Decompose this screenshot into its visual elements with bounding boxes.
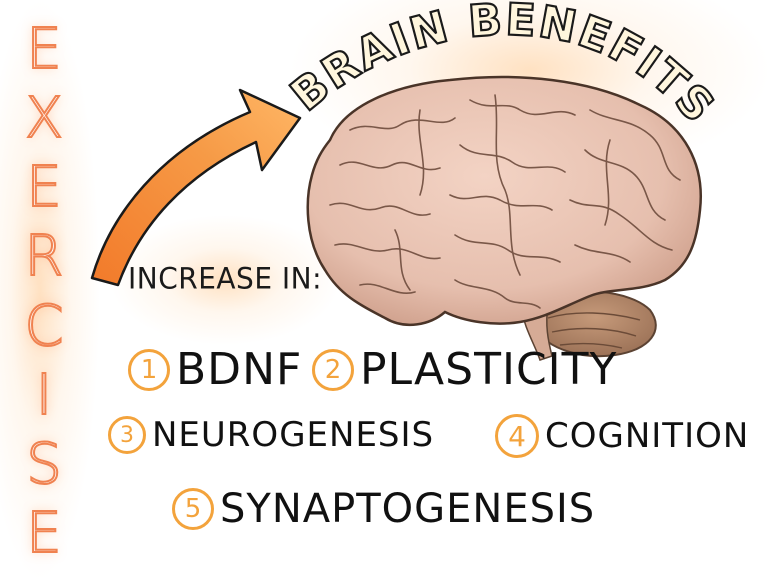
number-circle: 5 (172, 488, 214, 530)
exercise-letter: C (23, 293, 64, 359)
exercise-vertical-word: E X E R C I S E (14, 17, 74, 566)
benefit-label: NEUROGENESIS (152, 415, 435, 455)
exercise-letter: E (25, 17, 62, 82)
exercise-letter: E (25, 155, 62, 221)
benefit-item-neurogenesis: 3 NEUROGENESIS (108, 415, 434, 455)
exercise-letter: I (35, 362, 53, 428)
cerebrum (306, 75, 702, 326)
benefit-label: SYNAPTOGENESIS (220, 486, 596, 532)
benefit-label: COGNITION (545, 416, 750, 456)
exercise-letter: S (25, 431, 63, 497)
exercise-letter: E (25, 500, 62, 566)
benefit-item-plasticity: 2 PLASTICITY (312, 344, 617, 395)
number-circle: 1 (128, 348, 170, 391)
number-circle: 3 (108, 416, 146, 454)
benefit-label: BDNF (176, 344, 303, 395)
benefit-item-bdnf: 1 BDNF (128, 344, 302, 395)
exercise-letter: R (24, 224, 65, 290)
increase-label: INCREASE IN: (128, 261, 323, 296)
benefit-label: PLASTICITY (360, 344, 618, 395)
arrow (90, 88, 302, 287)
benefit-item-synaptogenesis: 5 SYNAPTOGENESIS (172, 486, 595, 532)
number-circle: 2 (312, 348, 354, 391)
benefit-item-cognition: 4 COGNITION (495, 414, 749, 458)
exercise-letter: X (24, 86, 64, 152)
number-circle: 4 (495, 414, 539, 458)
